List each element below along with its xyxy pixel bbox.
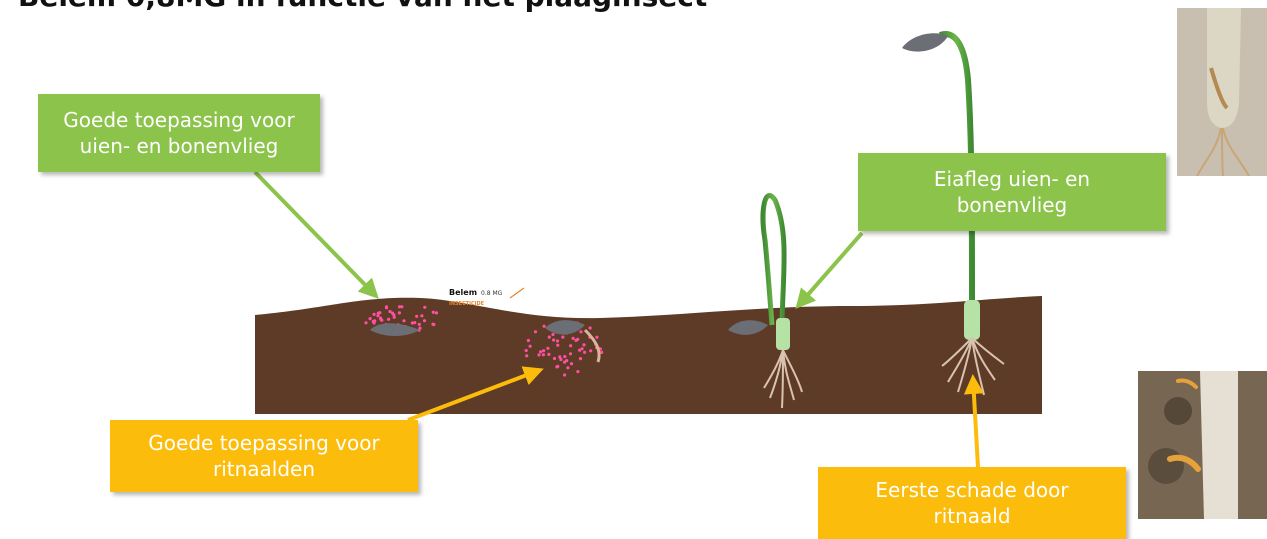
granule-dot [546, 347, 549, 350]
granule-dot [418, 327, 421, 330]
granule-dot [432, 311, 435, 314]
granule-dot [552, 338, 555, 341]
granule-dot [569, 352, 572, 355]
callout-line: Eiafleg uien- en [934, 166, 1090, 192]
granule-dot [595, 336, 598, 339]
arrow-good-onion-bean [255, 172, 376, 296]
granule-dot [566, 366, 569, 369]
granule-dot [539, 350, 542, 353]
granule-dot [373, 319, 376, 322]
onion-seedling-photo [1177, 8, 1267, 176]
granule-dot [415, 315, 418, 318]
granule-dot [542, 353, 545, 356]
granule-dot [529, 345, 532, 348]
product-label-tag: INSECTICIDE [449, 301, 485, 307]
callout-line: ritnaalden [213, 456, 315, 482]
granule-dot [423, 306, 426, 309]
granule-dot [537, 353, 540, 356]
granule-dot [556, 339, 559, 342]
plant-base [776, 318, 790, 350]
granule-dot [581, 347, 584, 350]
granule-dot [579, 330, 582, 333]
granule-dot [435, 311, 438, 314]
callout-egg-laying: Eiafleg uien- en bonenvlieg [858, 153, 1166, 231]
granule-dot [385, 305, 388, 308]
granule-dot [534, 330, 537, 333]
granule-dot [576, 370, 579, 373]
granule-dot [570, 362, 573, 365]
callout-line: Goede toepassing voor [148, 430, 379, 456]
granule-dot [376, 314, 379, 317]
granule-dot [600, 351, 603, 354]
callout-line: Goede toepassing voor [63, 107, 294, 133]
granule-dot [565, 359, 568, 362]
granule-dot [379, 318, 382, 321]
granule-dot [556, 344, 559, 347]
callout-line: Eerste schade door [875, 477, 1068, 503]
granule-dot [556, 365, 559, 368]
granule-dot [551, 333, 554, 336]
granule-dot [373, 313, 376, 316]
granule-dot [583, 351, 586, 354]
granule-dot [525, 349, 528, 352]
granule-dot [576, 338, 579, 341]
granule-dot [398, 311, 401, 314]
callout-line: ritnaald [933, 503, 1010, 529]
wireworm-damage-photo [1138, 371, 1267, 519]
granule-dot [542, 349, 545, 352]
product-label-swoosh [510, 288, 524, 298]
granule-dot [420, 314, 423, 317]
product-label-suffix: 0.8 MG [481, 290, 503, 297]
granule-dot [569, 344, 572, 347]
arrow-egg-laying [798, 233, 862, 306]
plant-base [964, 300, 980, 340]
granule-dot [369, 317, 372, 320]
granule-dot [589, 349, 592, 352]
granule-dot [525, 354, 528, 357]
callout-good-wireworm: Goede toepassing voor ritnaalden [110, 420, 418, 492]
granule-dot [548, 336, 551, 339]
granule-dot [579, 357, 582, 360]
granule-dot [393, 316, 396, 319]
granule-dot [563, 355, 566, 358]
granule-dot [547, 353, 550, 356]
granule-dot [543, 325, 546, 328]
granule-dot [558, 355, 561, 358]
granule-dot [418, 323, 421, 326]
granule-dot [561, 336, 564, 339]
granule-dot [364, 321, 367, 324]
callout-first-damage: Eerste schade door ritnaald [818, 467, 1126, 539]
granule-dot [553, 357, 556, 360]
granule-dot [589, 326, 592, 329]
granule-dot [378, 311, 381, 314]
granule-dot [387, 318, 390, 321]
callout-good-onion-bean: Goede toepassing voor uien- en bonenvlie… [38, 94, 320, 172]
granule-dot [582, 343, 585, 346]
callout-line: bonenvlieg [957, 192, 1068, 218]
callout-line: uien- en bonenvlieg [80, 133, 279, 159]
product-label-name: Belem [449, 288, 477, 297]
granule-dot [402, 319, 405, 322]
granule-dot [388, 310, 391, 313]
granule-dot [527, 339, 530, 342]
granule-dot [432, 323, 435, 326]
granule-dot [423, 319, 426, 322]
granule-dot [398, 305, 401, 308]
granule-dot [411, 321, 414, 324]
seed-husk-icon [902, 33, 948, 51]
granule-dot [572, 337, 575, 340]
granule-dot [563, 373, 566, 376]
